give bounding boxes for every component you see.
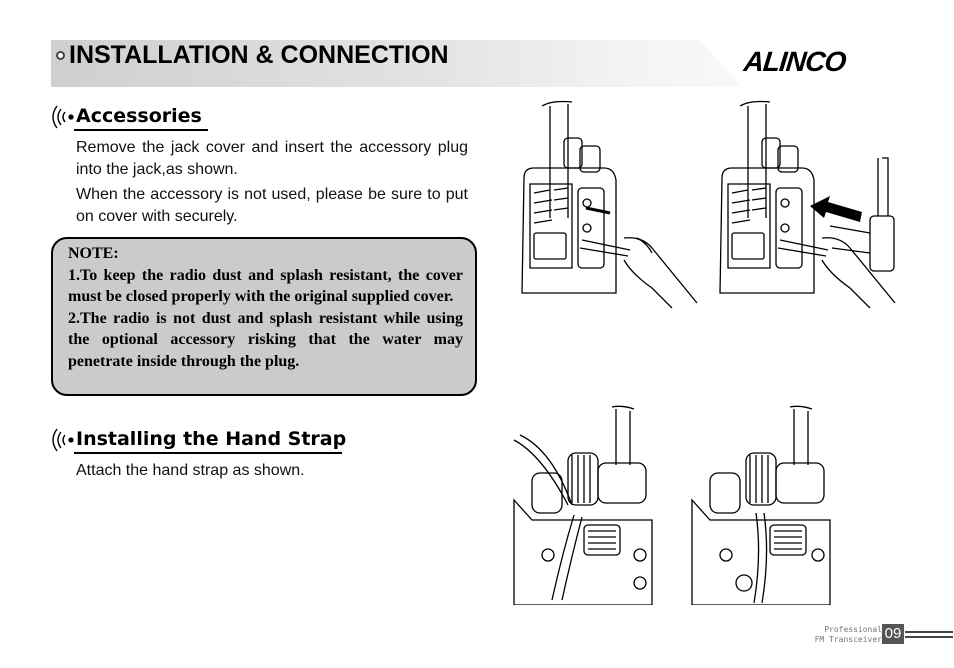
brand-logo: ALINCO <box>742 46 848 77</box>
footer-line-2: FM Transceiver <box>814 635 882 644</box>
header-bullet-icon <box>56 51 65 60</box>
hand-strap-heading-underline <box>74 452 342 454</box>
hand-strap-step-2-illustration <box>691 405 831 605</box>
footer-rule-bottom <box>905 636 953 638</box>
hand-strap-heading: Installing the Hand Strap <box>76 428 347 450</box>
jack-cover-removal-illustration <box>521 100 698 309</box>
note-box: NOTE: 1.To keep the radio dust and splas… <box>51 237 477 396</box>
accessories-heading: Accessories <box>76 105 202 127</box>
page-number: 09 <box>882 624 904 644</box>
page-title: INSTALLATION & CONNECTION <box>69 41 449 69</box>
note-label: NOTE: <box>68 245 119 262</box>
accessories-paragraph-1: Remove the jack cover and insert the acc… <box>76 139 468 178</box>
signal-wave-icon <box>52 428 74 452</box>
note-item-1: 1.To keep the radio dust and splash resi… <box>68 266 463 306</box>
hand-strap-paragraph: Attach the hand strap as shown. <box>76 462 305 479</box>
note-item-2: 2.The radio is not dust and splash resis… <box>68 309 463 370</box>
accessories-heading-underline <box>74 129 208 131</box>
signal-wave-icon <box>52 105 74 129</box>
footer-rule-top <box>905 631 953 633</box>
footer-line-1: Professional <box>824 625 882 634</box>
hand-strap-step-1-illustration <box>513 405 653 605</box>
accessories-paragraph-2: When the accessory is not used, please b… <box>76 186 468 225</box>
plug-insertion-illustration <box>719 100 896 309</box>
